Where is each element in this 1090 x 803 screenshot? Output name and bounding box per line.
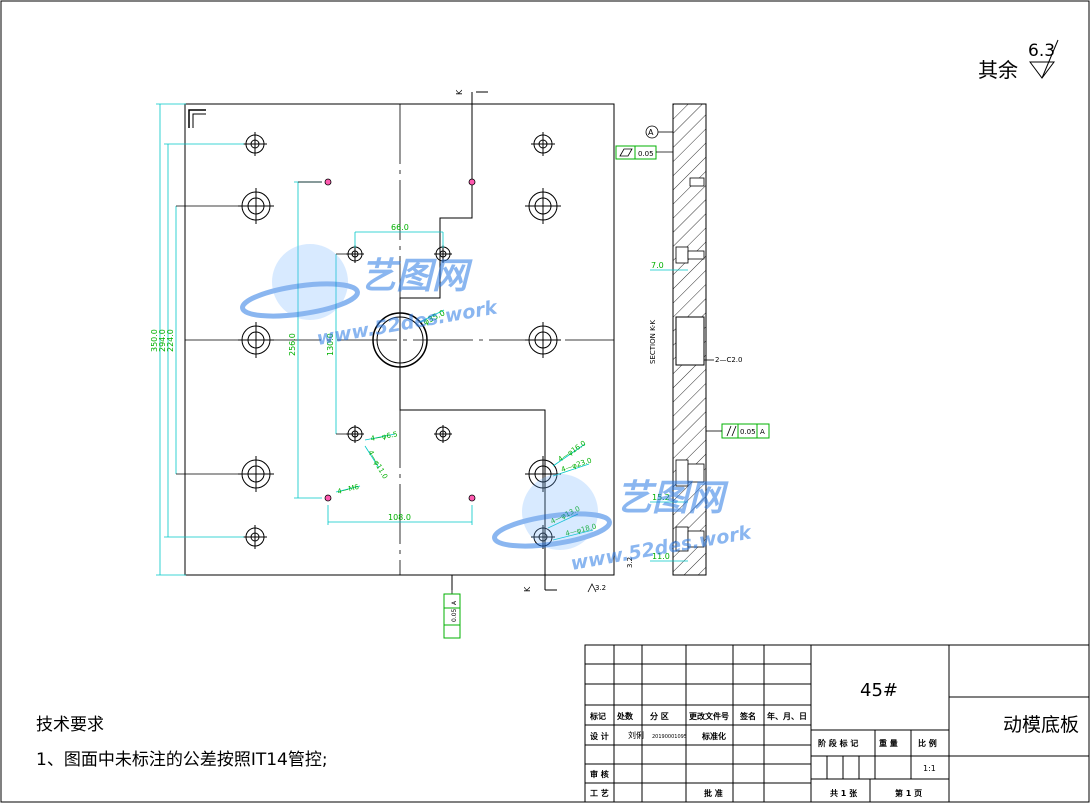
hdr-approve: 批 准 bbox=[704, 788, 723, 798]
flatness-value: 0.05 bbox=[638, 150, 654, 158]
chamfer-label: 2—C2.0 bbox=[715, 356, 742, 364]
dimension-black-lines bbox=[176, 181, 350, 475]
watermark-logo-icon bbox=[240, 244, 360, 320]
hdr-review: 审 核 bbox=[590, 769, 609, 779]
dimension-lines bbox=[156, 103, 594, 576]
hole-large bbox=[525, 188, 561, 224]
hdr-standardize: 标准化 bbox=[701, 731, 726, 741]
dim-130: 130.0 bbox=[326, 333, 335, 356]
hdr-process: 工 艺 bbox=[590, 788, 609, 798]
perp-datum: A bbox=[451, 600, 458, 605]
dim-4-m6: 4—M6 bbox=[337, 483, 361, 496]
dim-350: 350.0 bbox=[150, 329, 159, 352]
watermark-logo-icon bbox=[492, 474, 612, 550]
hole-small bbox=[531, 132, 555, 156]
sheets-total: 共 1 张 bbox=[830, 788, 858, 798]
design-date: 20190001095 bbox=[652, 734, 687, 740]
perp-value: 0.05 bbox=[451, 608, 458, 622]
bolt-holes bbox=[238, 132, 561, 549]
tech-note-1: 1、图面中未标注的公差按照IT14管控; bbox=[36, 750, 328, 770]
dim-4-phi11: 4—φ11.0 bbox=[366, 449, 389, 480]
roughness-rest-label: 其余 bbox=[978, 58, 1018, 82]
m6-tapped-holes bbox=[324, 178, 476, 502]
roughness-symbol: 其余 6.3 bbox=[978, 39, 1059, 82]
hdr-sign: 签名 bbox=[739, 711, 756, 721]
section-label: SECTION K-K bbox=[649, 320, 657, 364]
hole-large bbox=[525, 322, 561, 358]
dim-15-2: 15.2 bbox=[652, 493, 670, 502]
watermark-brand: 艺图网 bbox=[616, 478, 729, 519]
scale-value: 1:1 bbox=[923, 764, 936, 773]
dim-256: 256.0 bbox=[288, 333, 297, 356]
title-block bbox=[584, 644, 1090, 803]
dim-108: 108.0 bbox=[388, 513, 411, 522]
roughness-value: 6.3 bbox=[1028, 41, 1055, 61]
hole-small bbox=[243, 525, 267, 549]
tech-heading: 技术要求 bbox=[36, 715, 104, 735]
part-name: 动模底板 bbox=[1003, 714, 1079, 736]
tech-requirements: 技术要求 1、图面中未标注的公差按照IT14管控; bbox=[36, 715, 328, 770]
hole-small bbox=[243, 132, 267, 156]
section-mark-k-bottom: K bbox=[523, 586, 532, 592]
hdr-date: 年、月、日 bbox=[767, 711, 807, 721]
hole-large bbox=[238, 456, 274, 492]
hdr-mark: 标记 bbox=[589, 711, 606, 721]
material: 45# bbox=[860, 680, 898, 701]
dim-294: 294.0 bbox=[158, 329, 167, 352]
parallel-value: 0.05 bbox=[740, 428, 756, 436]
hdr-scale: 比 例 bbox=[918, 738, 937, 748]
dim-4-phi6-5: 4—φ6.5 bbox=[370, 430, 398, 443]
dim-66: 66.0 bbox=[391, 223, 409, 232]
sheet-number: 第 1 页 bbox=[895, 788, 922, 798]
designer: 刘俐 bbox=[628, 730, 644, 740]
perpendicularity-frame: 0.05 A 3.2 3.2 bbox=[443, 557, 634, 639]
dim-11: 11.0 bbox=[652, 552, 670, 561]
dim-7: 7.0 bbox=[651, 261, 664, 270]
hdr-weight: 重 量 bbox=[879, 738, 898, 748]
section-mark-k-top: K bbox=[455, 89, 464, 95]
roughness-bottom: 3.2 bbox=[595, 584, 606, 592]
hole-large bbox=[238, 188, 274, 224]
hdr-zone: 分 区 bbox=[650, 711, 669, 721]
watermark-2: 艺图网 www.52des.work bbox=[492, 474, 754, 575]
hole-large bbox=[238, 322, 274, 358]
hdr-design: 设 计 bbox=[590, 731, 609, 741]
hole-mid bbox=[434, 425, 452, 443]
parallel-datum: A bbox=[760, 428, 765, 436]
hdr-change-doc: 更改文件号 bbox=[689, 711, 729, 721]
datum-a-label: A bbox=[648, 128, 654, 137]
roughness-side: 3.2 bbox=[626, 557, 634, 568]
section-view: SECTION K-K 2—C2.0 7.0 15.2 11.0 A 0.05 … bbox=[615, 103, 770, 576]
hole-large bbox=[525, 456, 561, 492]
watermark-brand: 艺图网 bbox=[360, 256, 473, 297]
watermark-1: 艺图网 www.52des.work bbox=[240, 244, 500, 350]
hdr-count: 处数 bbox=[616, 711, 634, 721]
title-block-text: 45# 动模底板 标记 处数 分 区 更改文件号 签名 年、月、日 设 计 刘俐… bbox=[589, 680, 1079, 798]
dim-224: 224.0 bbox=[166, 329, 175, 352]
hdr-stage-mark: 阶 段 标 记 bbox=[818, 738, 858, 748]
